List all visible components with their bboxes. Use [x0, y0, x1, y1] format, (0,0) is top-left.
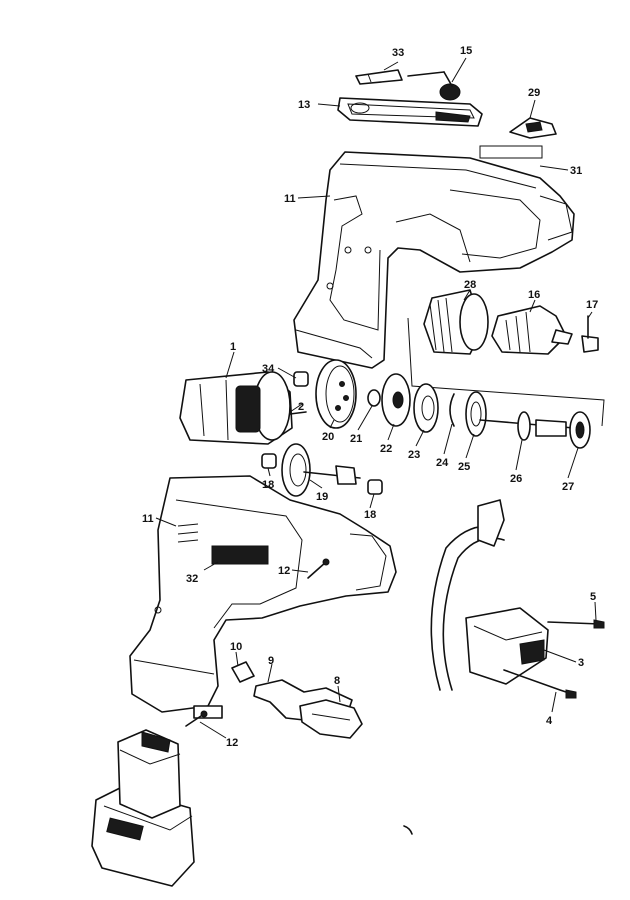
label-11-upper: 11: [284, 193, 296, 205]
part-33-bit-holder: [355, 69, 403, 85]
label-4: 4: [546, 715, 553, 727]
label-31: 31: [570, 165, 582, 177]
label-15: 15: [460, 45, 472, 57]
label-18-left: 18: [262, 479, 274, 491]
label-10: 10: [230, 641, 242, 653]
part-19-gear-shaft: [281, 443, 361, 497]
part-8-lever: [299, 699, 363, 739]
part-11-upper-housing: [293, 145, 575, 369]
wiring-harness: [430, 499, 505, 691]
label-9: 9: [268, 655, 274, 667]
part-4-wire: [503, 669, 577, 699]
part-20-gear: [315, 359, 357, 429]
part-22-gear: [381, 373, 411, 427]
part-34-bushing: [293, 371, 309, 387]
part-27-bearing: [569, 411, 591, 449]
part-29-clip: [509, 117, 557, 139]
part-24-clip: [449, 393, 455, 427]
label-25: 25: [458, 461, 470, 473]
grouping-bracket: [407, 317, 605, 427]
part-10-trigger-pad: [231, 661, 255, 683]
label-29: 29: [528, 87, 540, 99]
label-20: 20: [322, 431, 334, 443]
part-12-upper-screw: [307, 558, 330, 579]
part-5-wire: [547, 619, 605, 629]
part-18-left-bushing: [261, 453, 277, 469]
stray-mark: [403, 825, 413, 835]
part-28-collar: [423, 289, 489, 355]
label-12-upper: 12: [278, 565, 290, 577]
label-21: 21: [350, 433, 362, 445]
label-33: 33: [392, 47, 404, 59]
label-12-lower: 12: [226, 737, 238, 749]
part-26-spindle: [479, 411, 575, 441]
label-28: 28: [464, 279, 476, 291]
label-19: 19: [316, 491, 328, 503]
label-34: 34: [262, 363, 275, 375]
part-number-labels: 33 15 13 29 31 11 28 16 17 1 34 2 20 21 …: [142, 45, 598, 749]
part-11-lower-housing: [129, 475, 397, 719]
label-11-lower: 11: [142, 513, 154, 525]
label-26: 26: [510, 473, 522, 485]
part-17-screw: [581, 315, 599, 353]
part-16-chuck: [491, 305, 573, 355]
label-13: 13: [298, 99, 310, 111]
label-1: 1: [230, 341, 236, 353]
label-8: 8: [334, 675, 340, 687]
leader-lines: [155, 57, 597, 739]
part-3-switch: [465, 607, 549, 685]
label-5: 5: [590, 591, 596, 603]
part-13-cover-plate: [337, 97, 483, 127]
part-12-lower-screw: [185, 710, 208, 727]
label-24: 24: [436, 457, 449, 469]
part-15-screwdriver-bit: [407, 71, 461, 101]
part-25-washer: [465, 391, 487, 437]
label-27: 27: [562, 481, 574, 493]
label-17: 17: [586, 299, 598, 311]
part-21-pin: [367, 389, 381, 407]
label-23: 23: [408, 449, 420, 461]
label-32: 32: [186, 573, 198, 585]
label-18-right: 18: [364, 509, 376, 521]
battery-pack: [91, 729, 195, 887]
part-23-plate: [413, 383, 439, 433]
part-18-right-bushing: [367, 479, 383, 495]
label-16: 16: [528, 289, 540, 301]
part-1-motor: [179, 371, 307, 445]
label-2: 2: [298, 401, 304, 413]
label-22: 22: [380, 443, 392, 455]
label-3: 3: [578, 657, 584, 669]
